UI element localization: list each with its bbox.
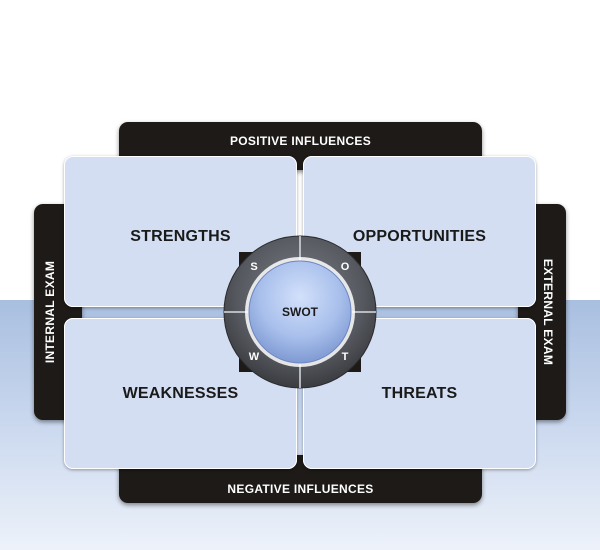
hub-letter-t: T xyxy=(341,351,349,363)
hub-center-button xyxy=(248,260,352,364)
hub-letter-s: S xyxy=(250,261,258,273)
positive-influences-label: POSITIVE INFLUENCES xyxy=(229,134,372,148)
opportunities-title: OPPORTUNITIES xyxy=(352,228,487,245)
hub-letter-o: O xyxy=(340,261,350,273)
negative-influences-label: NEGATIVE INFLUENCES xyxy=(227,482,374,496)
hub-label: SWOT xyxy=(282,305,318,319)
hub-letter-w: W xyxy=(248,351,260,363)
weaknesses-title: WEAKNESSES xyxy=(122,385,239,402)
threats-title: THREATS xyxy=(381,385,458,402)
strengths-title: STRENGTHS xyxy=(130,228,231,245)
